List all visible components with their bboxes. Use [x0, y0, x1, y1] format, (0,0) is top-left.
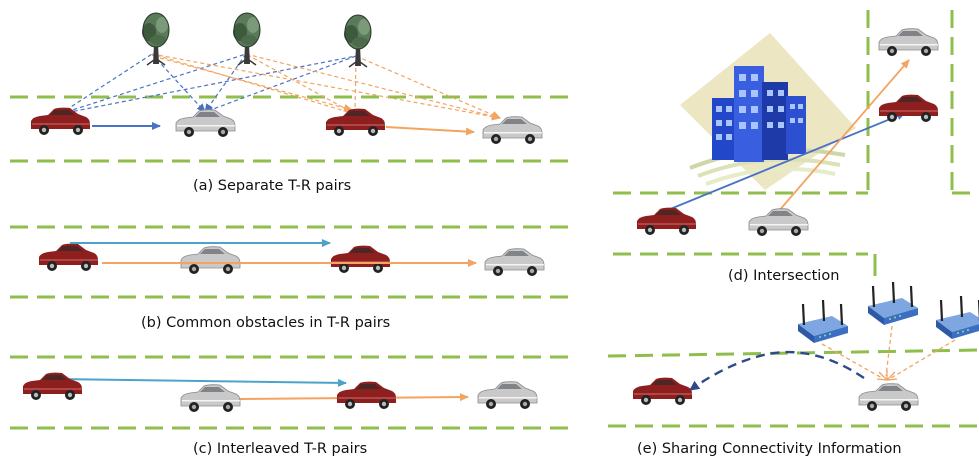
caption-panel-c: (c) Interleaved T-R pairs — [193, 441, 368, 457]
multipath-links-blue — [59, 53, 357, 115]
car-silver-icon — [748, 208, 809, 237]
car-silver-icon — [477, 381, 538, 410]
panel-d — [613, 10, 979, 276]
shared-info-arrow — [689, 350, 865, 391]
car-silver-icon — [180, 384, 241, 413]
car-silver-icon — [858, 383, 919, 412]
caption-panel-a: (a) Separate T-R pairs — [193, 178, 352, 194]
car-red-icon — [637, 207, 696, 235]
car-silver-icon — [484, 248, 545, 277]
panel-c — [10, 355, 572, 430]
building-icon — [680, 33, 856, 190]
direct-link-orange — [385, 126, 475, 136]
panel-a — [10, 12, 572, 163]
car-red-icon — [23, 372, 82, 400]
car-silver-icon — [482, 116, 543, 145]
caption-panel-d: (d) Intersection — [728, 268, 840, 284]
multipath-links-orange — [151, 53, 501, 121]
panel-e — [607, 280, 979, 428]
wifi-router-icon — [796, 298, 850, 345]
link-cyan — [55, 378, 347, 387]
link-blue — [662, 112, 906, 213]
router-signal-links — [821, 325, 956, 379]
car-red-icon — [39, 243, 98, 271]
car-silver-icon — [878, 28, 939, 57]
car-red-icon — [633, 377, 692, 405]
car-red-icon — [879, 94, 938, 122]
car-silver-icon — [175, 109, 236, 138]
car-red-icon — [31, 107, 90, 135]
wifi-router-icon — [934, 294, 979, 341]
tree-icon — [141, 12, 170, 66]
car-silver-icon — [180, 246, 241, 275]
car-red-icon — [337, 381, 396, 409]
link-orange — [777, 59, 910, 213]
wifi-router-icon — [866, 280, 920, 327]
signal-burst — [876, 370, 898, 381]
lane-line — [607, 348, 979, 358]
car-red-icon — [326, 108, 385, 136]
car-red-icon — [331, 245, 390, 273]
caption-panel-b: (b) Common obstacles in T-R pairs — [141, 315, 391, 331]
caption-panel-e: (e) Sharing Connectivity Information — [637, 441, 902, 457]
panel-b — [10, 225, 572, 299]
